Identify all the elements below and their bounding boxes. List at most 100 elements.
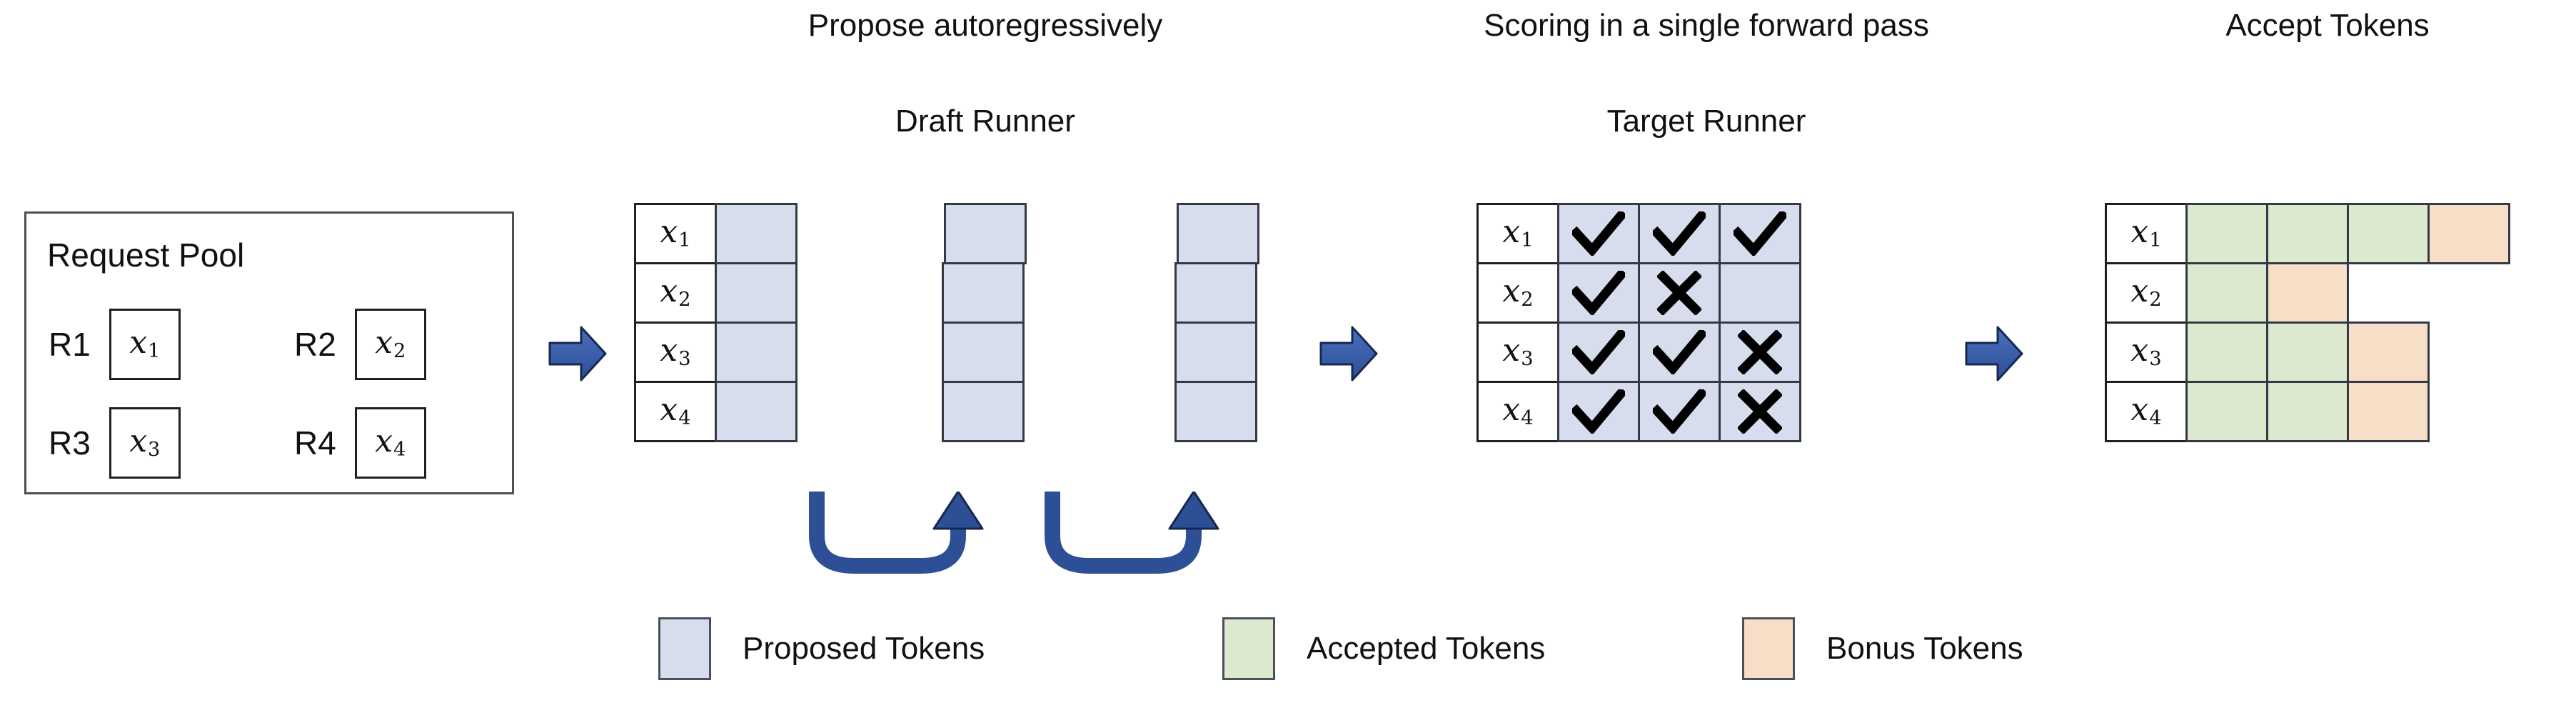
accept-cell-bonus[interactable]	[2266, 262, 2349, 324]
draft-cell-proposed[interactable]	[944, 203, 1027, 264]
draft-row-label-x2: x2	[634, 262, 717, 324]
target-row-label-x2: x2	[1476, 262, 1559, 324]
target-row-label-x3: x3	[1476, 321, 1559, 383]
request-token-box-r4: x4	[354, 407, 426, 479]
request-item-r4[interactable]: R4 x4	[294, 407, 426, 479]
legend-swatch-proposed	[658, 617, 711, 680]
draft-cell-proposed[interactable]	[715, 262, 798, 324]
recurrence-arrow-2	[1035, 492, 1221, 584]
legend-item-bonus: Bonus Tokens	[1742, 617, 2023, 680]
check-mark-icon	[1734, 211, 1786, 256]
check-mark-icon	[1572, 330, 1625, 374]
target-cell-check[interactable]	[1557, 262, 1640, 324]
draft-cell-proposed[interactable]	[942, 262, 1025, 324]
accept-row-label-x2: x2	[2105, 262, 2188, 324]
accept-cell-accepted[interactable]	[2185, 203, 2268, 264]
request-pool-title: Request Pool	[47, 236, 245, 274]
accept-cell-accepted[interactable]	[2185, 381, 2268, 442]
target-cell-cross[interactable]	[1638, 262, 1721, 324]
cross-mark-icon	[1738, 389, 1782, 434]
target-cell-check[interactable]	[1557, 203, 1640, 264]
target-row-x4: x4	[1476, 381, 1801, 442]
draft-cell-proposed[interactable]	[715, 203, 798, 264]
token-x4: x4	[1502, 392, 1534, 430]
accept-row-x3: x3	[2105, 321, 2510, 383]
accept-row-x1: x1	[2105, 203, 2510, 264]
legend-swatch-accepted	[1222, 617, 1275, 680]
draft-row-label-x3: x3	[634, 321, 717, 383]
heading-accept-tokens: Accept Tokens	[2225, 8, 2430, 43]
draft-cell-proposed[interactable]	[1177, 203, 1259, 264]
target-runner-grid: x1 x2	[1476, 203, 1801, 442]
target-cell-check[interactable]	[1557, 381, 1640, 442]
accept-row-x4: x4	[2105, 381, 2510, 442]
check-mark-icon	[1653, 211, 1706, 256]
token-x3: x3	[660, 332, 691, 371]
target-row-x2: x2	[1476, 262, 1801, 324]
draft-row-x4: x4	[634, 381, 798, 442]
request-item-r3[interactable]: R3 x3	[49, 407, 181, 479]
target-cell-check[interactable]	[1638, 381, 1721, 442]
accept-row-label-x3: x3	[2105, 321, 2188, 383]
target-cell-blank[interactable]	[1719, 262, 1801, 324]
draft-cell-proposed[interactable]	[942, 321, 1025, 383]
request-token-box-r1: x1	[109, 309, 181, 380]
heading-scoring-single-forward-pass: Scoring in a single forward pass	[1484, 8, 1929, 43]
draft-cell-proposed[interactable]	[1174, 321, 1257, 383]
target-row-x3: x3	[1476, 321, 1801, 383]
legend-label-bonus: Bonus Tokens	[1826, 631, 2023, 666]
token-x1: x1	[1502, 214, 1534, 252]
draft-row-label-x1: x1	[634, 203, 717, 264]
token-x4: x4	[660, 392, 691, 430]
accept-cell-accepted[interactable]	[2347, 203, 2430, 264]
draft-cell-proposed[interactable]	[942, 381, 1025, 442]
token-x3: x3	[129, 423, 161, 462]
draft-cell-proposed[interactable]	[1174, 262, 1257, 324]
accept-row-label-x4: x4	[2105, 381, 2188, 442]
request-label-r2: R2	[294, 326, 336, 363]
draft-cell-proposed[interactable]	[1174, 381, 1257, 442]
target-cell-check[interactable]	[1638, 321, 1721, 383]
cross-mark-icon	[1738, 330, 1782, 374]
request-item-r1[interactable]: R1 x1	[49, 309, 181, 380]
draft-row-x3: x3	[634, 321, 798, 383]
accept-cell-bonus[interactable]	[2427, 203, 2510, 264]
request-item-r2[interactable]: R2 x2	[294, 309, 426, 380]
accept-row-label-x1: x1	[2105, 203, 2188, 264]
cross-mark-icon	[1657, 271, 1701, 315]
target-cell-cross[interactable]	[1719, 321, 1801, 383]
flow-arrow-target-to-accept	[1965, 323, 2023, 384]
draft-cell-proposed[interactable]	[715, 321, 798, 383]
draft-runner-step-2	[942, 203, 1027, 442]
target-cell-cross[interactable]	[1719, 381, 1801, 442]
accept-row-x2: x2	[2105, 262, 2510, 324]
accept-cell-accepted[interactable]	[2266, 321, 2349, 383]
accept-cell-accepted[interactable]	[2266, 203, 2349, 264]
token-x2: x2	[660, 273, 691, 311]
legend-label-accepted: Accepted Tokens	[1307, 631, 1546, 666]
legend-swatch-bonus	[1742, 617, 1795, 680]
request-pool-panel	[24, 211, 514, 494]
accept-cell-accepted[interactable]	[2185, 321, 2268, 383]
draft-row-x1: x1	[634, 203, 798, 264]
legend-label-proposed: Proposed Tokens	[743, 631, 985, 666]
accept-cell-accepted[interactable]	[2266, 381, 2349, 442]
accept-cell-bonus[interactable]	[2347, 321, 2430, 383]
target-cell-check[interactable]	[1557, 321, 1640, 383]
target-cell-check[interactable]	[1719, 203, 1801, 264]
check-mark-icon	[1653, 389, 1706, 434]
check-mark-icon	[1653, 330, 1706, 374]
accept-tokens-grid: x1 x2 x3 x4	[2105, 203, 2510, 442]
accept-cell-bonus[interactable]	[2347, 381, 2430, 442]
request-token-box-r2: x2	[354, 309, 426, 380]
accept-cell-none	[2347, 262, 2430, 324]
draft-cell-proposed[interactable]	[715, 381, 798, 442]
token-x4: x4	[2130, 392, 2162, 430]
target-cell-check[interactable]	[1638, 203, 1721, 264]
token-x3: x3	[2130, 332, 2162, 371]
check-mark-icon	[1572, 389, 1625, 434]
check-mark-icon	[1572, 211, 1625, 256]
accept-cell-accepted[interactable]	[2185, 262, 2268, 324]
token-x4: x4	[375, 423, 406, 462]
heading-target-runner: Target Runner	[1606, 104, 1806, 139]
